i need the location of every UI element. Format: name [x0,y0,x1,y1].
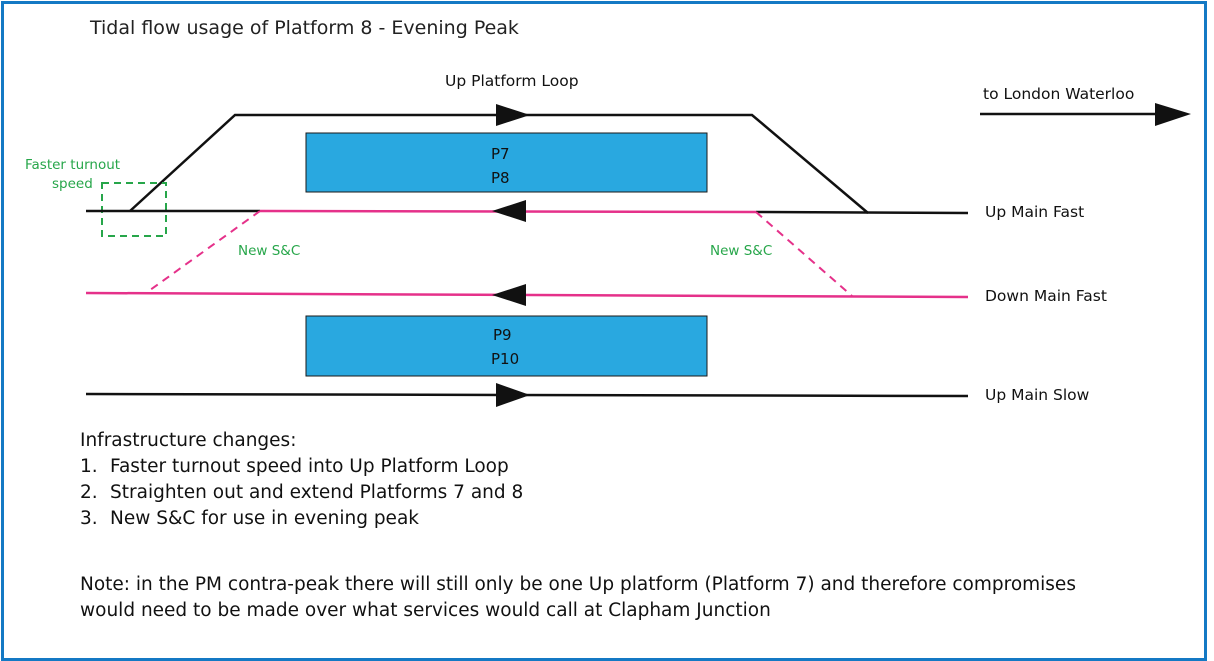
note-line1: Note: in the PM contra-peak there will s… [80,574,1076,595]
turnout-label-line1: Faster turnout [25,157,120,173]
turnout-label-line2: speed [52,176,93,192]
note-line2: would need to be made over what services… [80,600,771,621]
infrastructure-item: 2.Straighten out and extend Platforms 7 … [80,482,524,503]
down-main-fast-label: Down Main Fast [985,287,1107,305]
up-main-fast-arrow [492,200,526,222]
diagram-title: Tidal flow usage of Platform 8 - Evening… [89,17,519,39]
up-main-fast-right [755,210,969,215]
infrastructure-item: 3.New S&C for use in evening peak [80,508,419,529]
new-sc-left-label: New S&C [238,243,300,259]
up-main-fast-label: Up Main Fast [985,203,1084,221]
loop-direction-arrow [496,104,530,126]
up-platform-loop-label: Up Platform Loop [445,72,579,90]
platform-p7-p8 [305,132,708,193]
up-main-slow-arrow [496,383,530,407]
down-main-fast-arrow [492,284,526,306]
track-diagram: Tidal flow usage of Platform 8 - Evening… [25,17,1191,407]
platform-p7-label: P7 [491,145,510,163]
new-sc-right-label: New S&C [710,243,772,259]
up-main-slow-label: Up Main Slow [985,386,1090,404]
infrastructure-heading: Infrastructure changes: [80,430,297,451]
down-main-fast-track [85,291,969,299]
platform-p8-label: P8 [491,169,510,187]
turnout-highlight-box [101,182,167,237]
platform-p10-label: P10 [491,350,519,368]
up-platform-loop-track [129,113,869,214]
infrastructure-item: 1.Faster turnout speed into Up Platform … [80,456,509,477]
direction-label: to London Waterloo [983,85,1134,103]
direction-arrow [1155,103,1191,126]
platform-p9-label: P9 [493,326,512,344]
new-sc-left-crossover [145,210,261,294]
infrastructure-changes: Infrastructure changes: 1.Faster turnout… [80,428,523,532]
platform-p9-p10 [305,315,708,377]
new-sc-right-crossover [755,211,853,297]
note: Note: in the PM contra-peak there will s… [80,572,1076,624]
